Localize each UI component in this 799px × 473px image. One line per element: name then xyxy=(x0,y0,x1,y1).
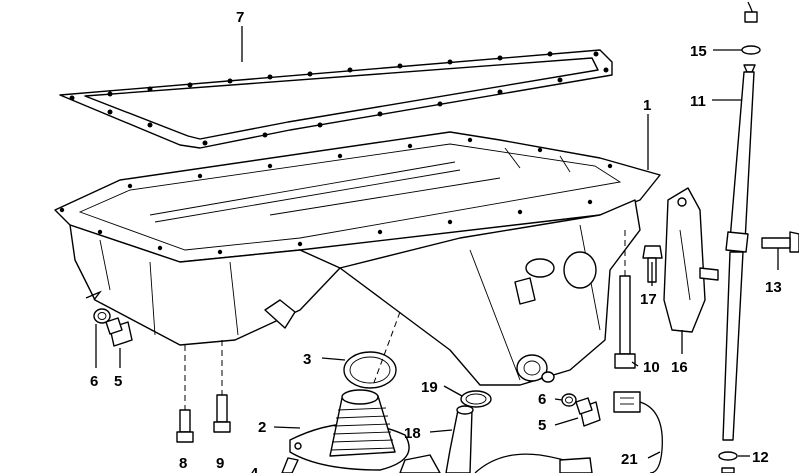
callout-4: 4 xyxy=(250,465,259,473)
bolt-17-part xyxy=(642,245,663,283)
washer-left-part xyxy=(93,308,111,324)
drain-plug-left-part xyxy=(105,317,133,347)
o-ring-part xyxy=(343,351,397,389)
callout-13: 13 xyxy=(765,279,782,296)
callout-5: 5 xyxy=(114,373,122,390)
bolt-13-part xyxy=(761,231,799,253)
callout-21: 21 xyxy=(621,451,638,468)
callout-11: 11 xyxy=(690,93,706,110)
bracket-part xyxy=(663,187,719,333)
callout-3: 3 xyxy=(303,351,311,368)
callout-19: 19 xyxy=(421,379,438,396)
callout-6-right: 6 xyxy=(538,391,546,408)
callout-2: 2 xyxy=(258,419,266,436)
bolt-4-part xyxy=(281,457,299,473)
gasket-part xyxy=(59,49,613,149)
bolt-9-part xyxy=(213,340,231,433)
callout-9: 9 xyxy=(216,455,224,472)
oil-pan-part xyxy=(54,131,661,386)
leader-lines xyxy=(85,26,779,459)
washer-right-part xyxy=(541,371,577,407)
bolt-8-part xyxy=(176,345,194,443)
seal-ring-part xyxy=(460,390,492,408)
oil-level-sensor-part xyxy=(474,391,663,473)
callout-8: 8 xyxy=(179,455,187,472)
drain-plug-right-part xyxy=(575,397,601,427)
callout-18: 18 xyxy=(404,425,421,442)
callout-6: 6 xyxy=(90,373,98,390)
strainer-part xyxy=(289,311,410,471)
callout-labels: 7 1 15 11 17 13 16 10 6 5 3 19 2 18 8 9 … xyxy=(90,9,782,473)
long-bolt-part xyxy=(614,230,636,369)
suction-pipe-part xyxy=(399,405,474,473)
callout-10: 10 xyxy=(643,359,660,376)
callout-1: 1 xyxy=(643,97,651,114)
callout-15: 15 xyxy=(690,43,707,60)
callout-12: 12 xyxy=(752,449,769,466)
callout-17: 17 xyxy=(640,291,657,308)
callout-7: 7 xyxy=(236,9,244,26)
callout-16: 16 xyxy=(671,359,688,376)
callout-5-right: 5 xyxy=(538,417,546,434)
dipstick-tube-part xyxy=(718,1,761,473)
